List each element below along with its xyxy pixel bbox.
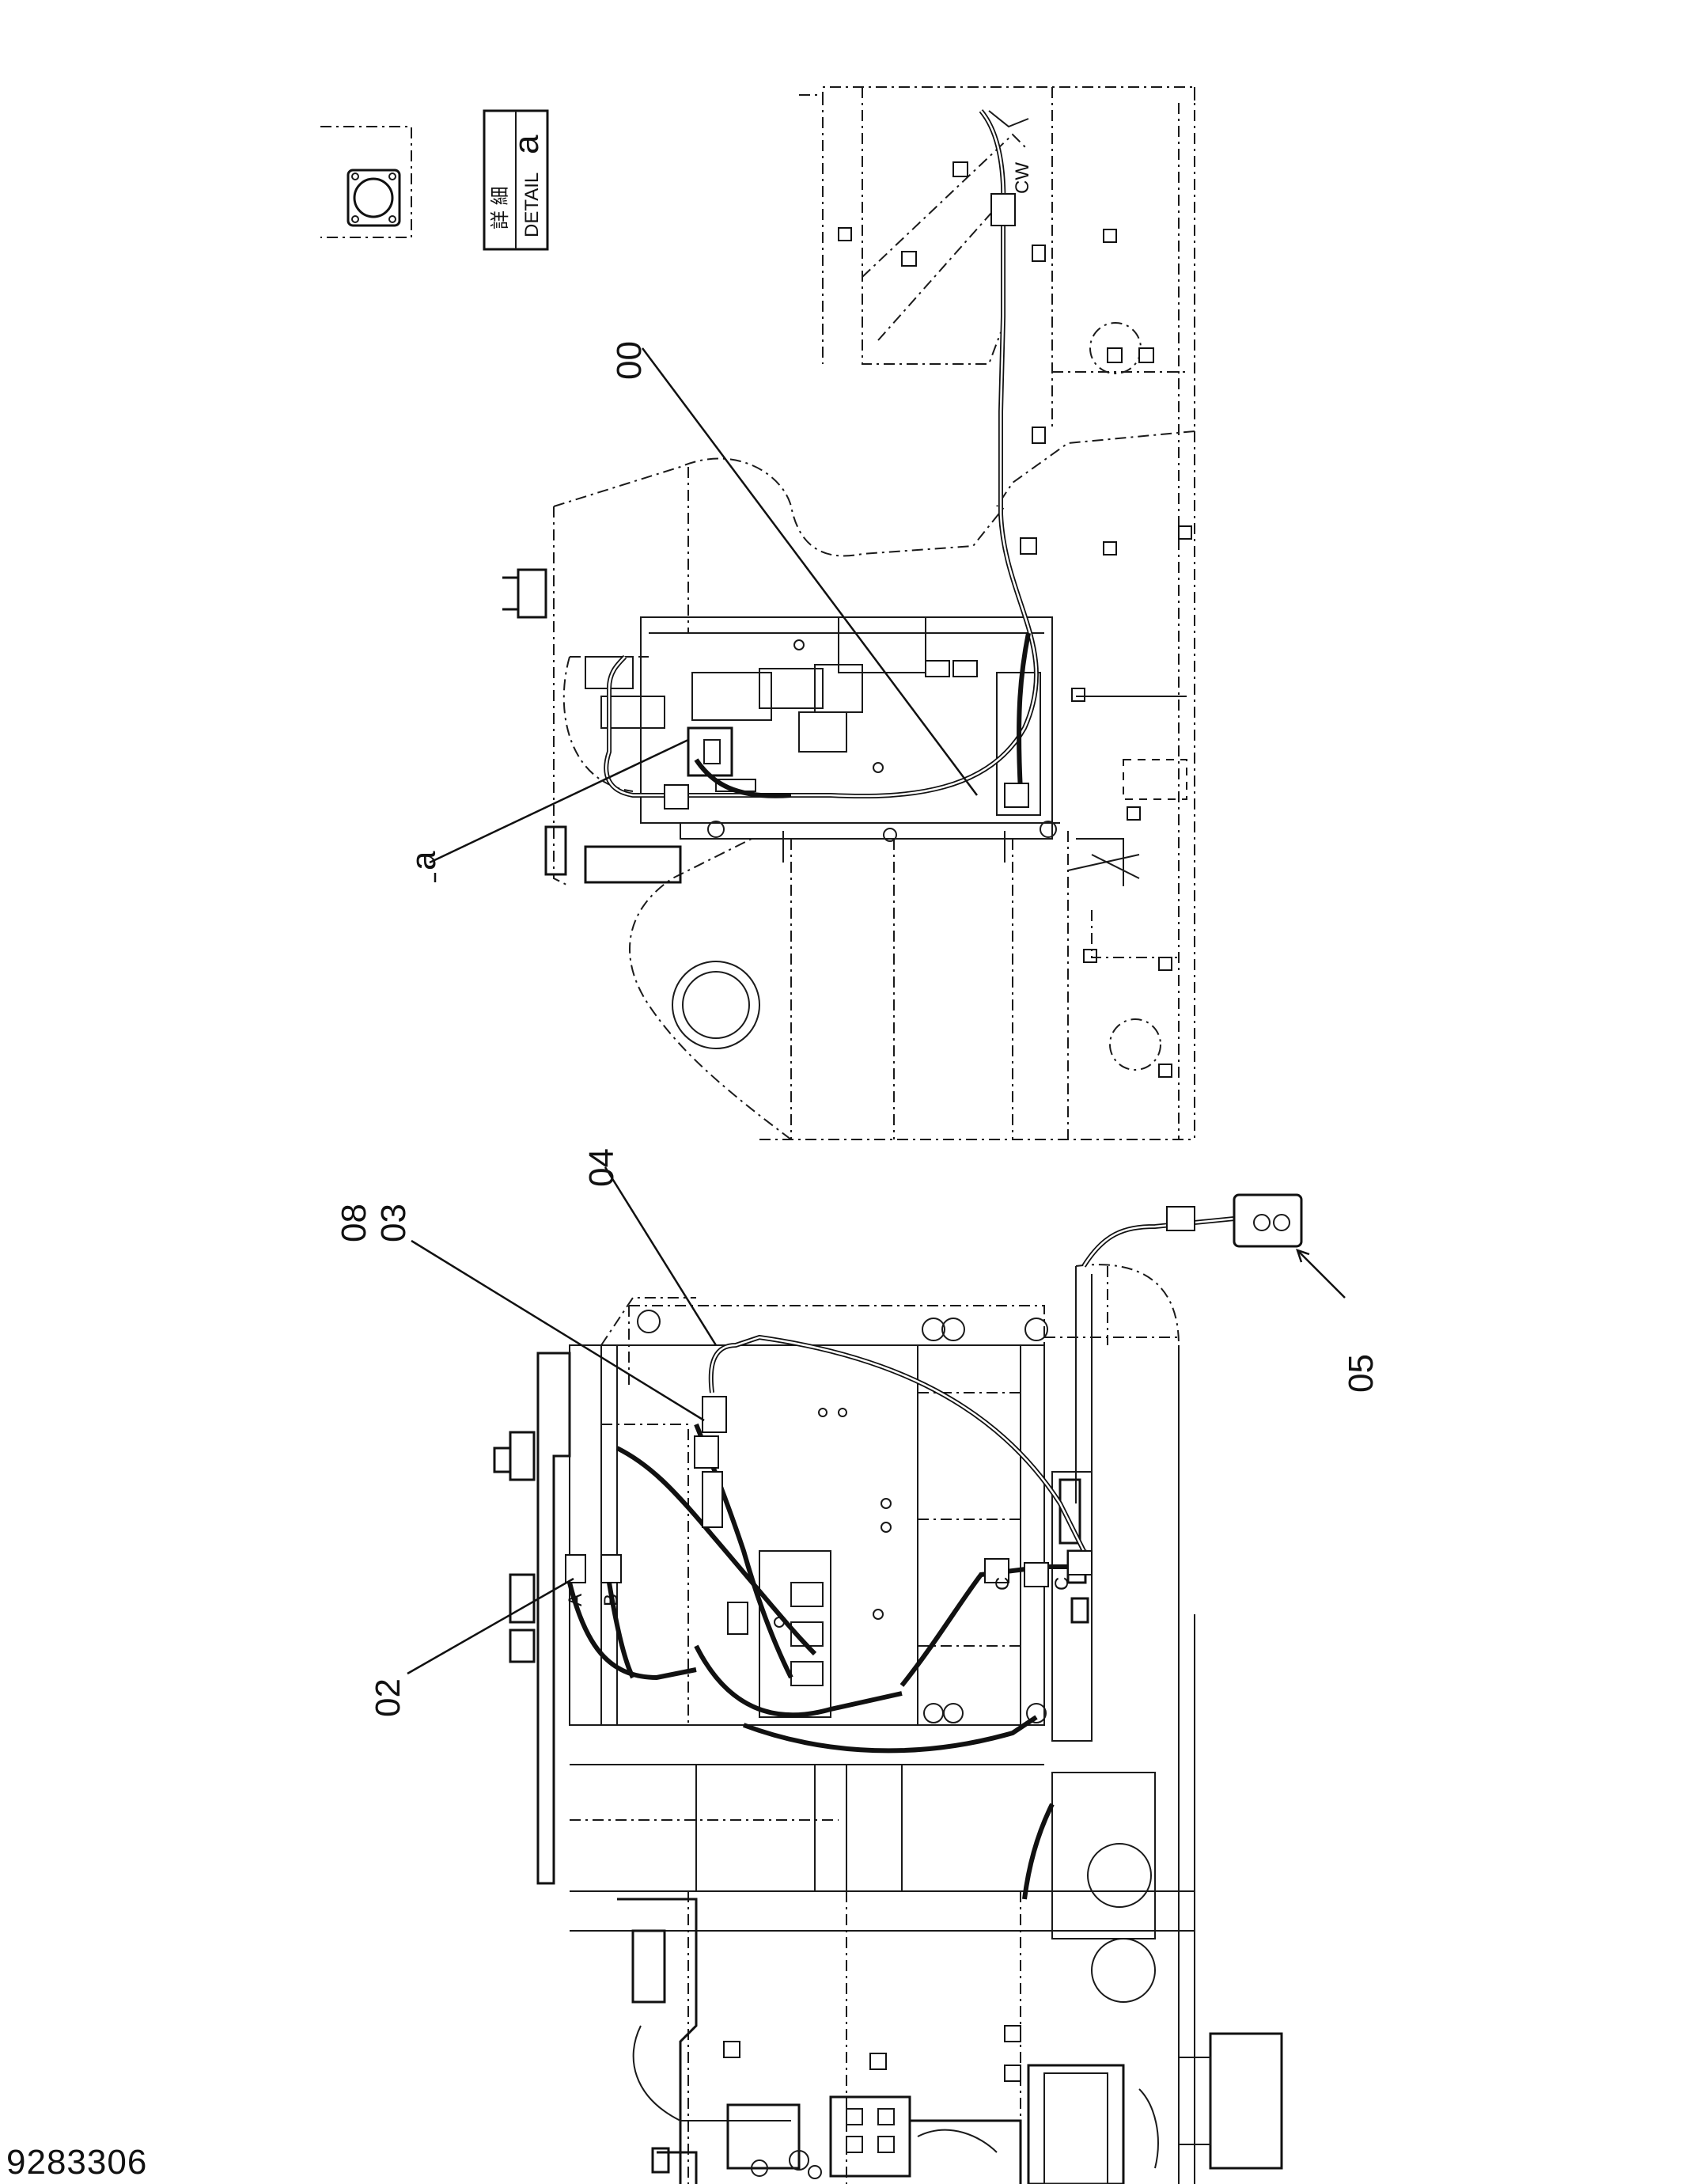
connector-cw-letter: CW	[1012, 162, 1033, 194]
leader-lines	[407, 347, 1346, 1675]
detail-a-label-box: 詳 細 DETAIL a	[483, 109, 549, 251]
connector-c-letter-2: C	[1051, 1577, 1073, 1591]
connector-b-letter: B	[600, 1594, 622, 1606]
callout-04: 04	[582, 1148, 621, 1187]
upper-view-frame	[502, 86, 1195, 1140]
detail-en-text: DETAIL	[521, 173, 543, 237]
upper-view-harness: CW	[604, 109, 1039, 810]
connector-a-letter: A	[565, 1594, 586, 1606]
callout-08: 08	[335, 1204, 373, 1242]
detail-letter: a	[507, 135, 546, 154]
lower-view-harness: A B C C	[565, 1193, 1303, 1900]
document-number: 9283306	[6, 2143, 148, 2182]
callout-03: 03	[374, 1204, 413, 1242]
lower-view-frame	[493, 1264, 1283, 2184]
callout-a: a	[404, 851, 443, 870]
callout-00: 00	[610, 341, 649, 380]
callout-05: 05	[1342, 1354, 1380, 1393]
callout-labels: 00 a 08 03 04 02 05	[335, 341, 1380, 1717]
detail-jp-text: 詳 細	[490, 186, 511, 229]
callout-02: 02	[369, 1678, 407, 1717]
detail-a-connector-sketch	[320, 126, 412, 238]
connector-c-letter-1: C	[992, 1577, 1013, 1591]
